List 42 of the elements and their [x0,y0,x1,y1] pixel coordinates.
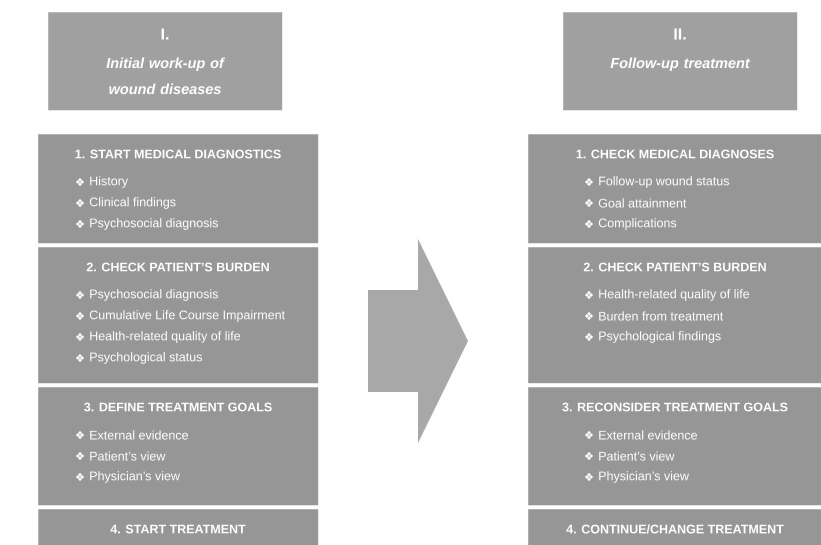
step-box [38,387,318,506]
bullet-item: History [90,176,128,188]
step-box [528,387,821,506]
bullet-item: Follow-up wound status [599,176,730,188]
step-box [528,134,821,244]
bullet-item: Burden from treatment [599,311,724,321]
step-box [38,247,318,384]
step-heading: 2. CHECK PATIENT’S BURDEN [86,262,269,272]
step-box [38,134,318,244]
bullet-item: Patient’s view [599,451,674,461]
bullet-item: Physician’s view [90,471,180,483]
bullet-item: Patient’s view [90,451,166,461]
bullet-item: Physician’s view [599,471,689,483]
step-heading: 2. CHECK PATIENT’S BURDEN [584,262,766,272]
step-heading: 4. CONTINUE/CHANGE TREATMENT [566,524,784,534]
bullet-item: External evidence [599,430,697,440]
header-number: I. [162,28,168,40]
bullet-item: Goal attainment [598,198,686,208]
bullet-item: Clinical findings [90,197,176,209]
step-box [38,509,318,545]
bullet-item: Psychosocial diagnosis [90,218,218,230]
step-box [528,247,821,384]
bullet-item: Health-related quality of life [90,331,240,343]
step-heading: 3. DEFINE TREATMENT GOALS [84,402,272,412]
bullet-item: Psychological status [90,352,202,364]
step-heading: 4. START TREATMENT [110,524,246,534]
step-box [528,509,821,545]
step-heading: 1. CHECK MEDICAL DIAGNOSES [576,150,774,158]
header-title: Follow-up treatment [610,58,750,72]
bullet-item: Cumulative Life Course Impairment [90,310,285,322]
header-box [563,12,798,110]
bullet-item: Health-related quality of life [599,289,750,301]
bullet-item: Psychological findings [599,331,721,343]
header-number: II. [674,28,686,40]
header-title: Initial work-up of wound diseases [106,58,226,94]
bullet-item: External evidence [90,430,188,440]
bullet-item: Psychosocial diagnosis [90,289,218,301]
block-arrow [368,239,468,443]
step-heading: 1. START MEDICAL DIAGNOSTICS [76,150,281,158]
bullet-item: Complications [598,218,676,230]
header-box [48,12,282,110]
step-heading: 3. RECONSIDER TREATMENT GOALS [562,402,788,412]
